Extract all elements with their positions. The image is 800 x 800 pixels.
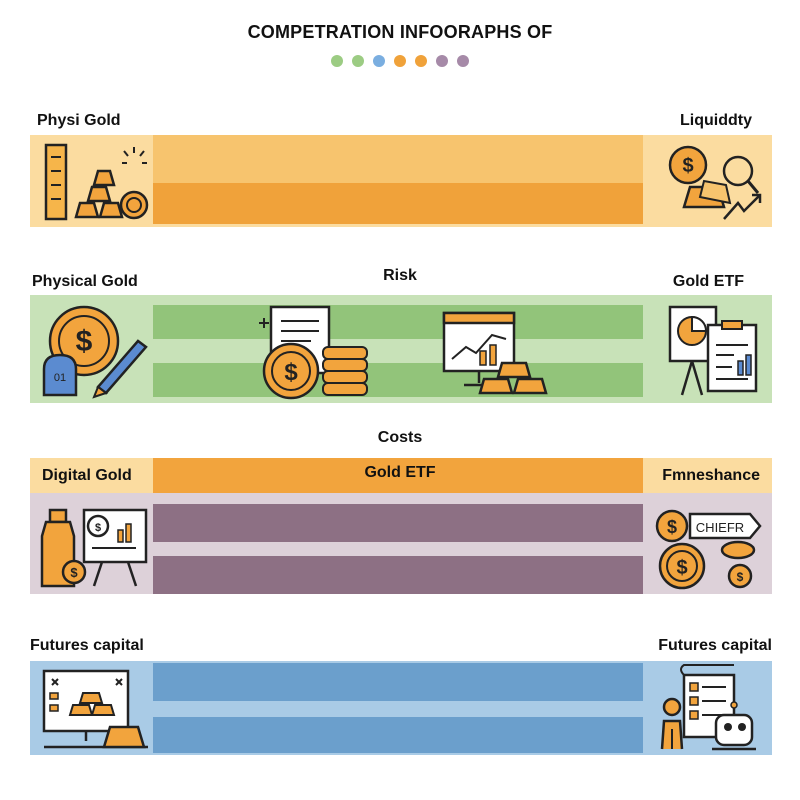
svg-text:01: 01 — [54, 372, 66, 384]
svg-text:$: $ — [737, 570, 744, 584]
color-dot — [415, 55, 427, 67]
coins-tag-icon: $ CHIEFR $ $ — [655, 509, 762, 590]
color-dot — [436, 55, 448, 67]
svg-text:CHIEFR: CHIEFR — [696, 520, 744, 535]
row4-right-label: Futures capital — [658, 637, 772, 654]
row4-bar-top — [153, 663, 643, 701]
row3-center-label: Gold ETF — [364, 464, 436, 481]
svg-text:$: $ — [76, 325, 93, 358]
monitor-gold-bars-icon — [42, 669, 148, 749]
easel-chart-clipboard-icon — [668, 305, 758, 396]
row2-bar-top — [153, 305, 643, 339]
row2-bar-bottom — [153, 363, 643, 397]
color-dot — [352, 55, 364, 67]
person-checklist-robot-icon — [660, 664, 756, 751]
color-dot — [331, 55, 343, 67]
costs-header: Costs — [377, 429, 423, 446]
monitor-chart-gold-icon — [442, 311, 548, 395]
color-dot — [394, 55, 406, 67]
row3-bar-top — [153, 504, 643, 542]
svg-text:$: $ — [676, 557, 687, 579]
row1-bar-top — [153, 135, 643, 183]
color-dot — [373, 55, 385, 67]
color-dot — [457, 55, 469, 67]
svg-text:$: $ — [284, 359, 298, 386]
row2-left-label: Physical Gold — [32, 273, 138, 290]
svg-text:$: $ — [682, 155, 693, 177]
svg-text:$: $ — [95, 522, 101, 534]
row1-bar-bottom — [153, 183, 643, 224]
row1-right-label: Liquiddty — [680, 112, 752, 129]
document-coins-icon: $ — [259, 305, 368, 400]
row3-header-bar — [153, 458, 643, 493]
row1-left-label: Physi Gold — [37, 112, 121, 129]
row2-right-label: Gold ETF — [672, 273, 744, 290]
row4-bar-bottom — [153, 717, 643, 753]
page-title: COMPETRATION INFOORAPHS OF — [247, 22, 553, 42]
row4-left-label: Futures capital — [30, 637, 144, 654]
coin-gold-magnifier-icon: $ — [668, 145, 762, 220]
gold-bars-thermometer-icon — [44, 143, 149, 221]
row3-band: $ $ $ CHIEFR $ $ — [30, 458, 772, 594]
color-dots — [0, 55, 800, 67]
row3-right-label: Fmneshance — [662, 467, 760, 484]
svg-text:$: $ — [667, 517, 677, 537]
bottle-presentation-icon: $ $ — [40, 508, 148, 588]
row3-left-label: Digital Gold — [42, 467, 132, 484]
row1-band: $ — [30, 135, 772, 227]
row3-bar-bottom — [153, 556, 643, 594]
svg-text:$: $ — [70, 565, 78, 580]
row2-band: $ 01 $ — [30, 295, 772, 403]
row4-band — [30, 661, 772, 755]
coin-pen-icon: $ 01 — [42, 305, 148, 399]
row2-center-label: Risk — [383, 267, 417, 284]
